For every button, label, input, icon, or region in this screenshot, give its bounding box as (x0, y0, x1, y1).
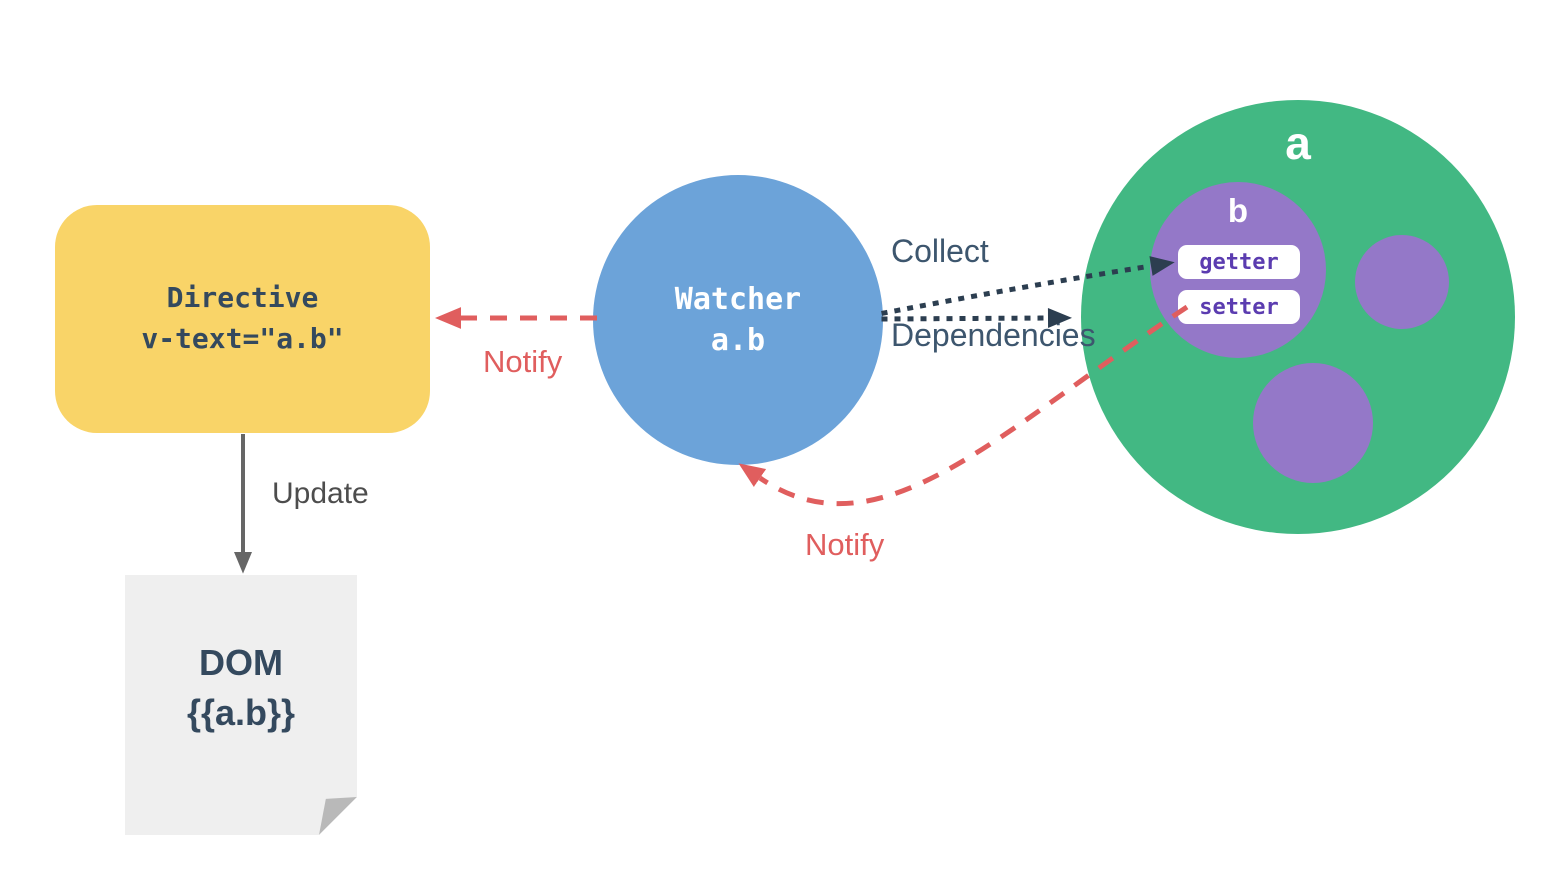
data-object-a-node: a b getter setter (1081, 100, 1515, 534)
dom-title: DOM (199, 642, 283, 684)
property-b-node: b getter setter (1150, 182, 1326, 358)
update-label: Update (272, 477, 369, 510)
dom-node: DOM {{a.b}} (125, 575, 357, 835)
property-circle-bottom (1253, 363, 1373, 483)
property-circle-right (1355, 235, 1449, 329)
dom-code: {{a.b}} (186, 692, 296, 733)
property-b-label: b (1227, 192, 1249, 229)
watcher-node: Watcher a.b (593, 175, 883, 465)
watcher-code: a.b (710, 323, 766, 358)
directive-node: Directive v-text="a.b" (55, 205, 430, 433)
watcher-title: Watcher (674, 282, 802, 317)
setter-pill: setter (1178, 290, 1300, 324)
directive-title: Directive (166, 281, 319, 315)
directive-code: v-text="a.b" (141, 322, 344, 355)
data-object-a-label: a (1285, 117, 1311, 169)
notify-watcher-label: Notify (805, 527, 885, 562)
notify-directive-label: Notify (483, 344, 563, 379)
getter-pill: getter (1178, 245, 1300, 279)
collect-dependencies-label: Collect Dependencies (891, 233, 1096, 353)
page-fold (319, 797, 357, 835)
